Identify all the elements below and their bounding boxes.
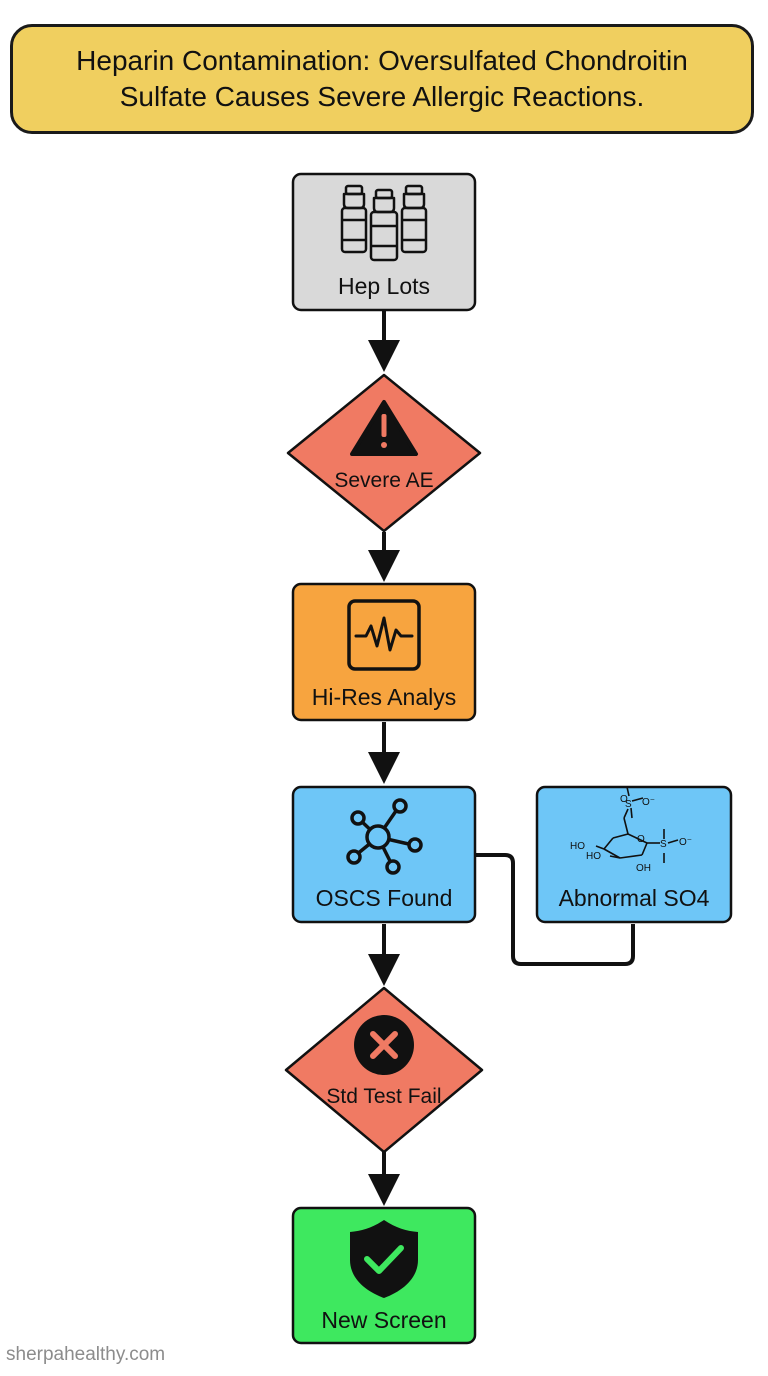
warning-icon [350, 400, 418, 456]
struct-s-right: S [660, 839, 667, 850]
struct-s-top: S [625, 799, 632, 810]
node-severe-ae: Severe AE [286, 373, 482, 533]
struct-o-minus-right: O⁻ [679, 837, 692, 848]
struct-ho2: HO [586, 851, 601, 862]
struct-o-top: O [620, 794, 628, 805]
shield-check-icon [350, 1220, 418, 1298]
node-std-test-fail: Std Test Fail [284, 986, 484, 1154]
struct-oh: OH [636, 863, 651, 874]
title-line-2: Sulfate Causes Severe Allergic Reactions… [119, 81, 645, 112]
sulfated-sugar-structure-icon: S O⁻ O O HO HO OH S O⁻ [570, 786, 692, 874]
link-oscs-abnormal [476, 853, 635, 966]
struct-ho1: HO [570, 841, 585, 852]
node-hep-lots: Hep Lots [291, 172, 477, 312]
watermark: sherpahealthy.com [6, 1344, 166, 1365]
title-box: Heparin Contamination: Oversulfated Chon… [10, 24, 754, 134]
hi-res-label: Hi-Res Analys [312, 684, 456, 710]
abnormal-label: Abnormal SO4 [559, 885, 710, 911]
severe-ae-label: Severe AE [334, 469, 433, 492]
node-oscs-found: OSCS Found [291, 785, 477, 924]
waveform-icon [347, 599, 421, 671]
std-test-label: Std Test Fail [326, 1085, 441, 1108]
struct-o-minus-top: O⁻ [642, 797, 655, 808]
oscs-label: OSCS Found [316, 885, 453, 911]
title-line-1: Heparin Contamination: Oversulfated Chon… [76, 45, 688, 76]
node-new-screen: New Screen [291, 1206, 477, 1345]
node-hi-res-analys: Hi-Res Analys [291, 582, 477, 722]
connectors [368, 310, 635, 1206]
molecule-icon [346, 798, 423, 875]
hep-lots-label: Hep Lots [338, 273, 430, 299]
x-circle-icon [354, 1015, 414, 1075]
new-screen-label: New Screen [321, 1307, 446, 1333]
struct-o-ring: O [637, 834, 645, 845]
vials-icon [340, 184, 428, 262]
node-abnormal-so4: S O⁻ O O HO HO OH S O⁻ Abnormal SO4 [535, 785, 733, 924]
